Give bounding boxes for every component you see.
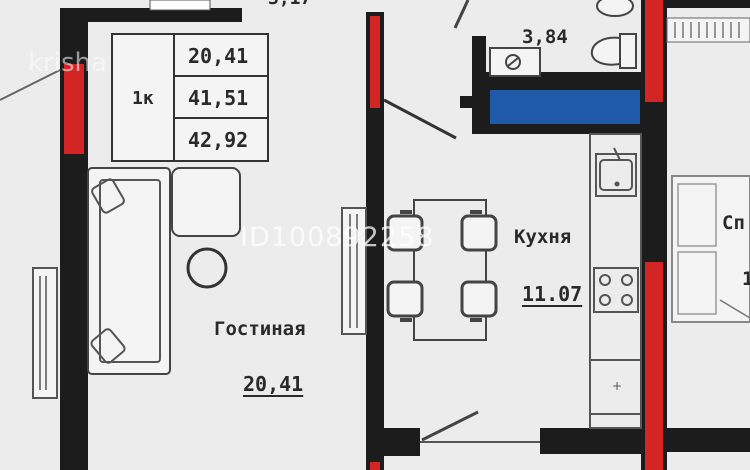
right-room-partial (666, 0, 750, 452)
door-swing-line (383, 98, 457, 140)
kitchen-area: 11.07 (522, 282, 583, 306)
svg-text:+: + (612, 379, 622, 393)
bedroom-partial-name: Сп (722, 212, 745, 234)
living-room-area: 20,41 (243, 372, 304, 396)
bathroom (453, 0, 641, 134)
dining-table (386, 199, 498, 341)
armchair (171, 167, 241, 237)
rooms-code: 1к (132, 88, 154, 109)
usable-area-value: 41,51 (188, 86, 249, 110)
kitchen-bottom-wall (384, 410, 641, 456)
kitchen-name: Кухня (514, 226, 572, 248)
listing-id-watermark: ID100892258 (240, 222, 435, 253)
sofa (87, 167, 171, 375)
total-area-value: 42,92 (188, 128, 249, 152)
dimension-line (0, 69, 61, 101)
living-room-name: Гостиная (214, 318, 306, 340)
partition-window (341, 207, 367, 335)
left-window (32, 267, 58, 399)
round-table (186, 247, 228, 289)
kitchen-counter: + (589, 133, 642, 429)
bathroom-area: 3,84 (522, 26, 568, 48)
top-wall-living (60, 8, 242, 22)
bedroom-partial-area: 1 (742, 268, 750, 290)
top-window (149, 0, 211, 11)
left-exterior-wall (60, 8, 88, 470)
living-area-value: 20,41 (188, 44, 249, 68)
partition-wall (366, 12, 384, 470)
logo-watermark: krisha (28, 48, 107, 78)
right-wall (641, 0, 667, 470)
area-table (111, 33, 269, 162)
top-partial-area: 3,17 (268, 0, 311, 9)
